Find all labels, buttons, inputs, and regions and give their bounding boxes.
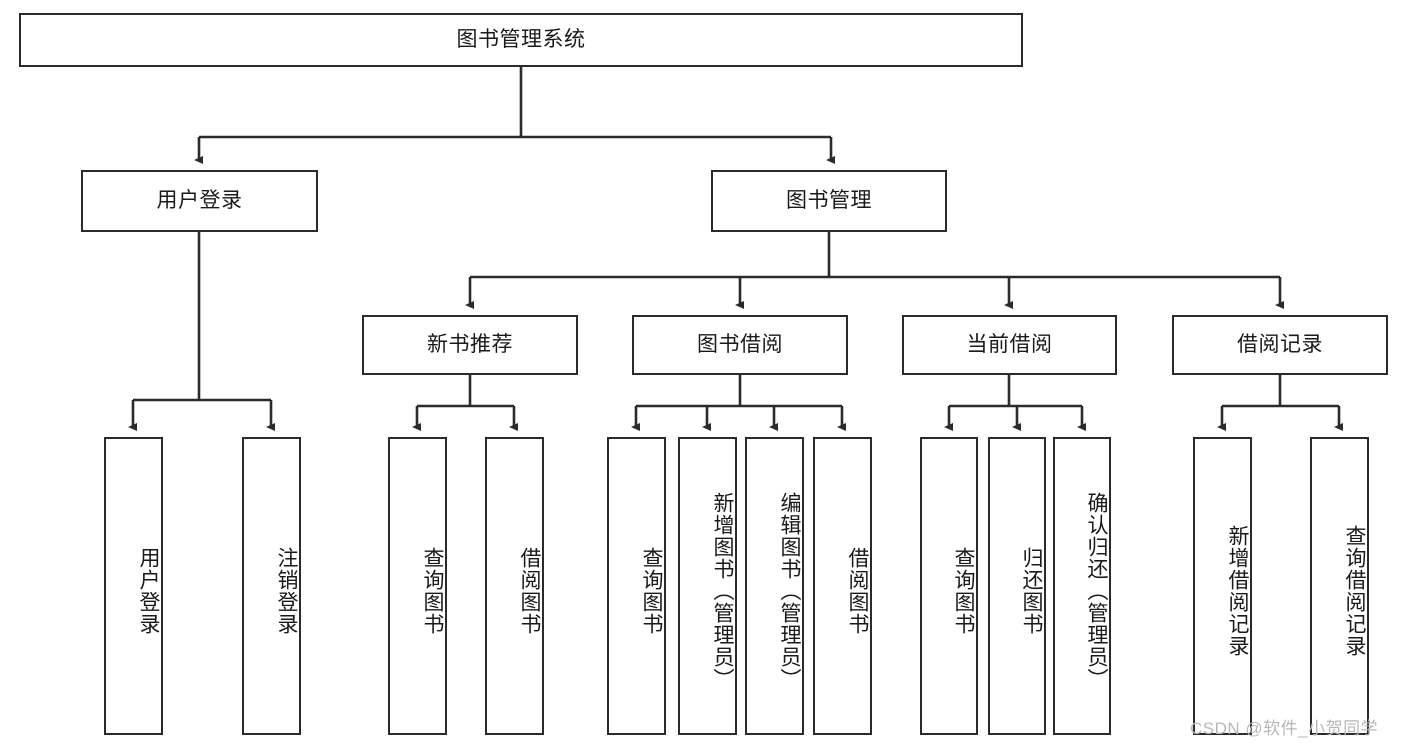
node-root[interactable]: 图书管理系统	[19, 13, 1023, 67]
leaf-borrow-books-recommend-label: 借阅图书	[518, 547, 541, 635]
leaf-borrow-books[interactable]: 借阅图书	[813, 437, 872, 735]
node-user-login[interactable]: 用户登录	[81, 170, 318, 232]
leaf-borrow-books-label: 借阅图书	[846, 547, 869, 635]
leaf-query-books-recommend[interactable]: 查询图书	[388, 437, 447, 735]
leaf-add-book-admin[interactable]: 新增图书（管理员）	[678, 437, 737, 735]
node-root-label: 图书管理系统	[456, 28, 586, 52]
node-new-book-recommendation-label: 新书推荐	[427, 333, 513, 357]
node-user-login-label: 用户登录	[156, 189, 243, 213]
node-new-book-recommendation[interactable]: 新书推荐	[362, 315, 578, 375]
leaf-query-books-recommend-label: 查询图书	[421, 547, 444, 635]
leaf-add-borrow-record-label: 新增借阅记录	[1226, 525, 1249, 657]
leaf-confirm-return-admin-label: 确认归还（管理员）	[1085, 492, 1108, 690]
leaf-logout-label: 注销登录	[275, 547, 298, 635]
leaf-query-books-borrow-label: 查询图书	[640, 547, 663, 635]
leaf-user-login-label: 用户登录	[137, 547, 160, 635]
node-current-borrow-label: 当前借阅	[966, 333, 1053, 357]
leaf-edit-book-admin-label: 编辑图书（管理员）	[778, 492, 801, 690]
leaf-user-login[interactable]: 用户登录	[104, 437, 163, 735]
node-book-management-label: 图书管理	[786, 189, 872, 213]
leaf-query-books-current-label: 查询图书	[952, 547, 975, 635]
leaf-borrow-books-recommend[interactable]: 借阅图书	[485, 437, 544, 735]
leaf-add-book-admin-label: 新增图书（管理员）	[711, 492, 734, 690]
node-current-borrow[interactable]: 当前借阅	[902, 315, 1117, 375]
leaf-return-books-label: 归还图书	[1020, 547, 1043, 635]
leaf-query-borrow-record-label: 查询借阅记录	[1343, 525, 1366, 657]
leaf-query-borrow-record[interactable]: 查询借阅记录	[1310, 437, 1369, 735]
leaf-query-books-current[interactable]: 查询图书	[920, 437, 978, 735]
watermark: CSDN @软件_小贺同学	[1190, 719, 1379, 738]
node-book-management[interactable]: 图书管理	[711, 170, 947, 232]
leaf-confirm-return-admin[interactable]: 确认归还（管理员）	[1053, 437, 1111, 735]
node-book-borrow[interactable]: 图书借阅	[632, 315, 848, 375]
leaf-query-books-borrow[interactable]: 查询图书	[607, 437, 666, 735]
leaf-edit-book-admin[interactable]: 编辑图书（管理员）	[745, 437, 804, 735]
leaf-add-borrow-record[interactable]: 新增借阅记录	[1193, 437, 1252, 735]
leaf-return-books[interactable]: 归还图书	[988, 437, 1046, 735]
node-book-borrow-label: 图书借阅	[697, 333, 783, 357]
leaf-logout[interactable]: 注销登录	[242, 437, 301, 735]
node-borrow-records[interactable]: 借阅记录	[1172, 315, 1388, 375]
node-borrow-records-label: 借阅记录	[1237, 333, 1323, 357]
